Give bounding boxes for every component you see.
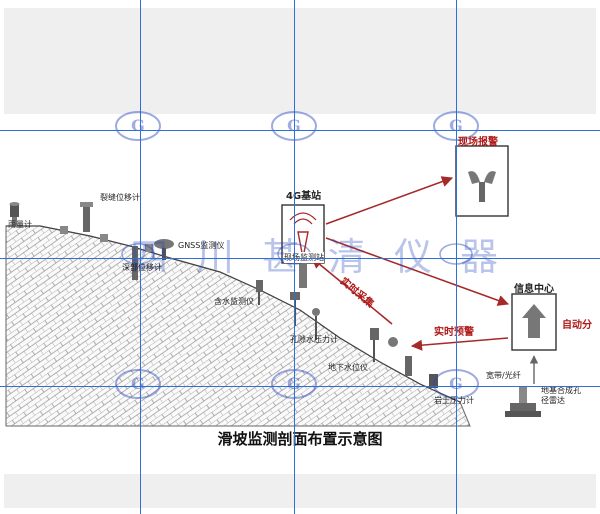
arrow-to-info-center	[325, 237, 510, 306]
broadband-link-label: 宽带/光纤	[486, 371, 521, 380]
antenna-icon	[289, 212, 317, 259]
moisture-label: 含水监测仪	[214, 297, 254, 306]
water-level-label: 地下水位仪	[328, 363, 368, 372]
radar-label: 地基合成孔径雷达	[541, 386, 581, 405]
grid-line-vertical	[140, 0, 141, 514]
watermark-logo-icon: G	[269, 367, 319, 401]
moisture-monitor-icon	[256, 280, 263, 305]
arrow-to-alarm	[325, 176, 454, 225]
rain-gauge-label: 雨量计	[8, 220, 32, 229]
alarm-box	[455, 145, 509, 217]
base-station-title: 4G基站	[286, 191, 322, 202]
crack-meter-icon	[80, 202, 93, 232]
deep-displacement-icon	[132, 246, 138, 280]
crack-meter-label: 裂缝位移计	[100, 193, 140, 202]
grid-line-horizontal	[0, 258, 600, 259]
pore-pressure-label: 孔隙水压力计	[290, 335, 338, 344]
siren-icon	[468, 171, 496, 202]
deep-displacement-label: 深部位移计	[122, 263, 162, 272]
earth-pressure-label: 岩土压力计	[434, 396, 474, 405]
grid-line-horizontal	[0, 386, 600, 387]
rain-gauge-icon	[9, 202, 20, 226]
realtime-warning-label: 实时预警	[434, 327, 474, 338]
radar-icon	[505, 386, 541, 417]
earth-pressure-icon	[429, 374, 438, 388]
base-station-label: 现场监测站	[284, 252, 324, 263]
upload-arrow-icon	[522, 304, 546, 338]
watermark-logo-icon: G	[131, 116, 145, 135]
watermark-logo-icon: G	[131, 374, 145, 393]
watermark-logo-icon: G	[431, 367, 481, 401]
base-station-pole	[299, 262, 307, 288]
grid-line-horizontal	[0, 130, 600, 131]
diagram-caption: 滑坡监测剖面布置示意图	[217, 430, 383, 448]
arrow-realtime-collect	[311, 257, 393, 325]
arrow-realtime-warning	[410, 337, 509, 351]
groundwater-level-icon	[370, 328, 412, 376]
grid-line-vertical	[456, 0, 457, 514]
info-center-title: 信息中心	[514, 284, 554, 295]
pore-pressure-icon	[290, 292, 320, 340]
slope-surface-line	[6, 225, 461, 403]
auto-text: 自动分	[562, 320, 592, 331]
bottom-gray-band	[4, 474, 596, 508]
watermark-text: 四川甚清仪器	[130, 235, 527, 279]
top-gray-band	[4, 8, 596, 114]
gnss-icon	[154, 239, 174, 260]
grid-line-vertical	[294, 0, 295, 514]
gnss-label: GNSS监测仪	[178, 241, 225, 250]
small-sensor-icon	[60, 226, 153, 252]
alarm-title: 现场报警	[458, 137, 498, 148]
